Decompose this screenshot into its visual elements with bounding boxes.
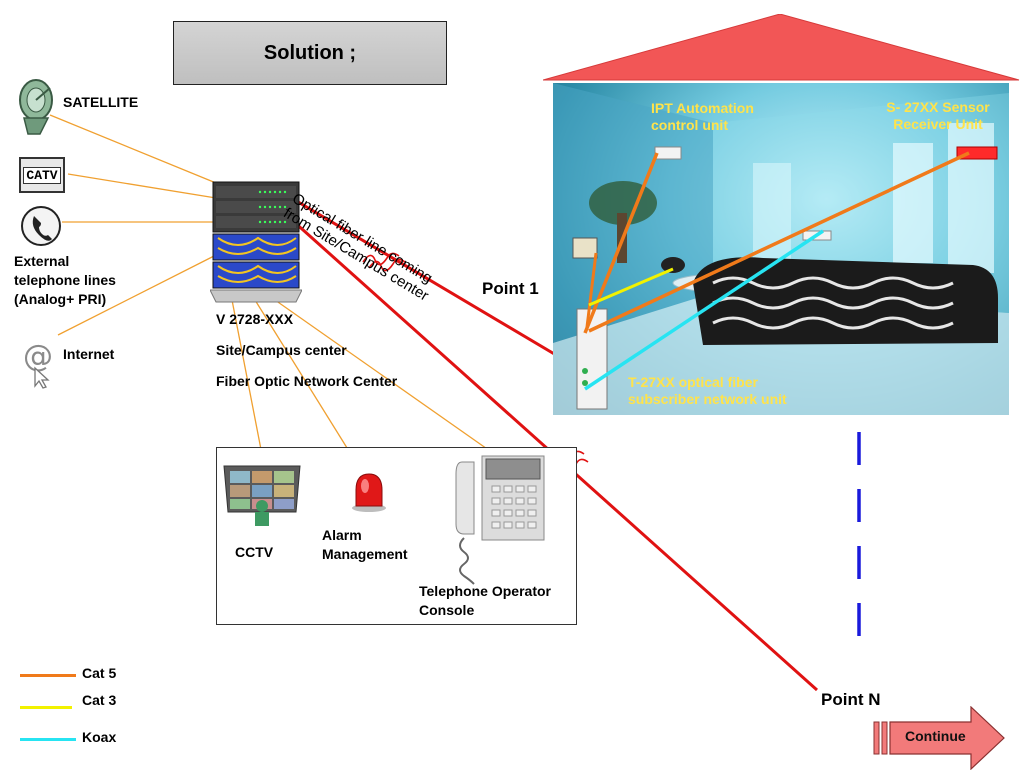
alarm-label-1: Alarm	[322, 527, 362, 543]
cable-legend: Cat 5 Cat 3 Koax	[20, 664, 150, 754]
sensor-receiver-unit	[956, 146, 998, 160]
cctv-icon	[223, 465, 301, 526]
internet-label: Internet	[63, 346, 115, 362]
subscriber-label-2: subscriber network unit	[628, 391, 787, 407]
satellite-icon	[19, 79, 53, 135]
console-connector	[274, 299, 501, 459]
page-title-text: Solution ;	[263, 41, 357, 64]
page-title: Solution ;	[173, 21, 447, 85]
operator-console-icon	[455, 455, 545, 585]
cctv-connector	[231, 299, 265, 466]
sensor-label-1: S- 27XX Sensor	[886, 99, 990, 115]
satellite-connector	[49, 114, 217, 184]
center-network-label: Fiber Optic Network Center	[216, 373, 398, 389]
legend-swatch-koax	[20, 738, 76, 741]
catv-icon: CATV	[19, 157, 65, 193]
ipt-label-1: IPT Automation	[651, 100, 754, 116]
telephone-lines-label-2: telephone lines	[14, 272, 116, 288]
fiber-squiggle-top	[362, 252, 406, 272]
legend-swatch-cat3	[20, 706, 72, 709]
console-label-2: Console	[419, 602, 475, 618]
console-label: Telephone Operator Console	[419, 582, 551, 620]
console-label-1: Telephone Operator	[419, 583, 551, 599]
telephone-lines-label: External telephone lines (Analog+ PRI)	[14, 252, 116, 309]
room-drawing	[553, 83, 1009, 415]
catv-icon-text: CATV	[23, 166, 61, 184]
network-rack-icon	[210, 181, 302, 303]
continue-arrow-icon	[889, 706, 1005, 770]
alarm-label-2: Management	[322, 546, 408, 562]
catv-connector	[67, 173, 217, 199]
living-room-scene: IPT Automation control unit S- 27XX Sens…	[553, 83, 1009, 415]
point-1-label: Point 1	[482, 279, 539, 298]
center-site-label: Site/Campus center	[216, 342, 347, 358]
sensor-label-2: Receiver Unit	[893, 116, 983, 132]
ipt-control-unit	[654, 146, 682, 160]
continue-label[interactable]: Continue	[905, 728, 966, 744]
center-model-label: V 2728-XXX	[216, 311, 294, 327]
continue-button[interactable]	[873, 706, 1007, 770]
internet-connector	[57, 254, 217, 336]
legend-label-koax: Koax	[82, 729, 117, 745]
alarm-light-icon	[352, 473, 386, 512]
alarm-label: Alarm Management	[322, 526, 408, 564]
fiber-line-point1	[282, 191, 584, 373]
sensor-label: S- 27XX Sensor Receiver Unit	[871, 99, 1005, 133]
subscriber-label-1: T-27XX optical fiber	[628, 374, 758, 390]
legend-label-cat3: Cat 3	[82, 692, 117, 708]
ipt-label-2: control unit	[651, 117, 728, 133]
satellite-label: SATELLITE	[63, 94, 139, 110]
alarm-connector	[254, 299, 363, 473]
telephone-lines-label-1: External	[14, 253, 70, 269]
subscriber-label: T-27XX optical fiber subscriber network …	[628, 374, 787, 408]
cctv-label: CCTV	[235, 544, 274, 560]
telephone-icon	[21, 206, 61, 246]
svg-text:@: @	[23, 339, 53, 374]
house-roof	[543, 14, 1020, 81]
telephone-lines-label-3: (Analog+ PRI)	[14, 291, 107, 307]
internet-icon: @	[23, 339, 53, 389]
ipt-label: IPT Automation control unit	[651, 100, 754, 134]
legend-swatch-cat5	[20, 674, 76, 677]
point-n-label: Point N	[821, 690, 881, 709]
legend-label-cat5: Cat 5	[82, 665, 117, 681]
